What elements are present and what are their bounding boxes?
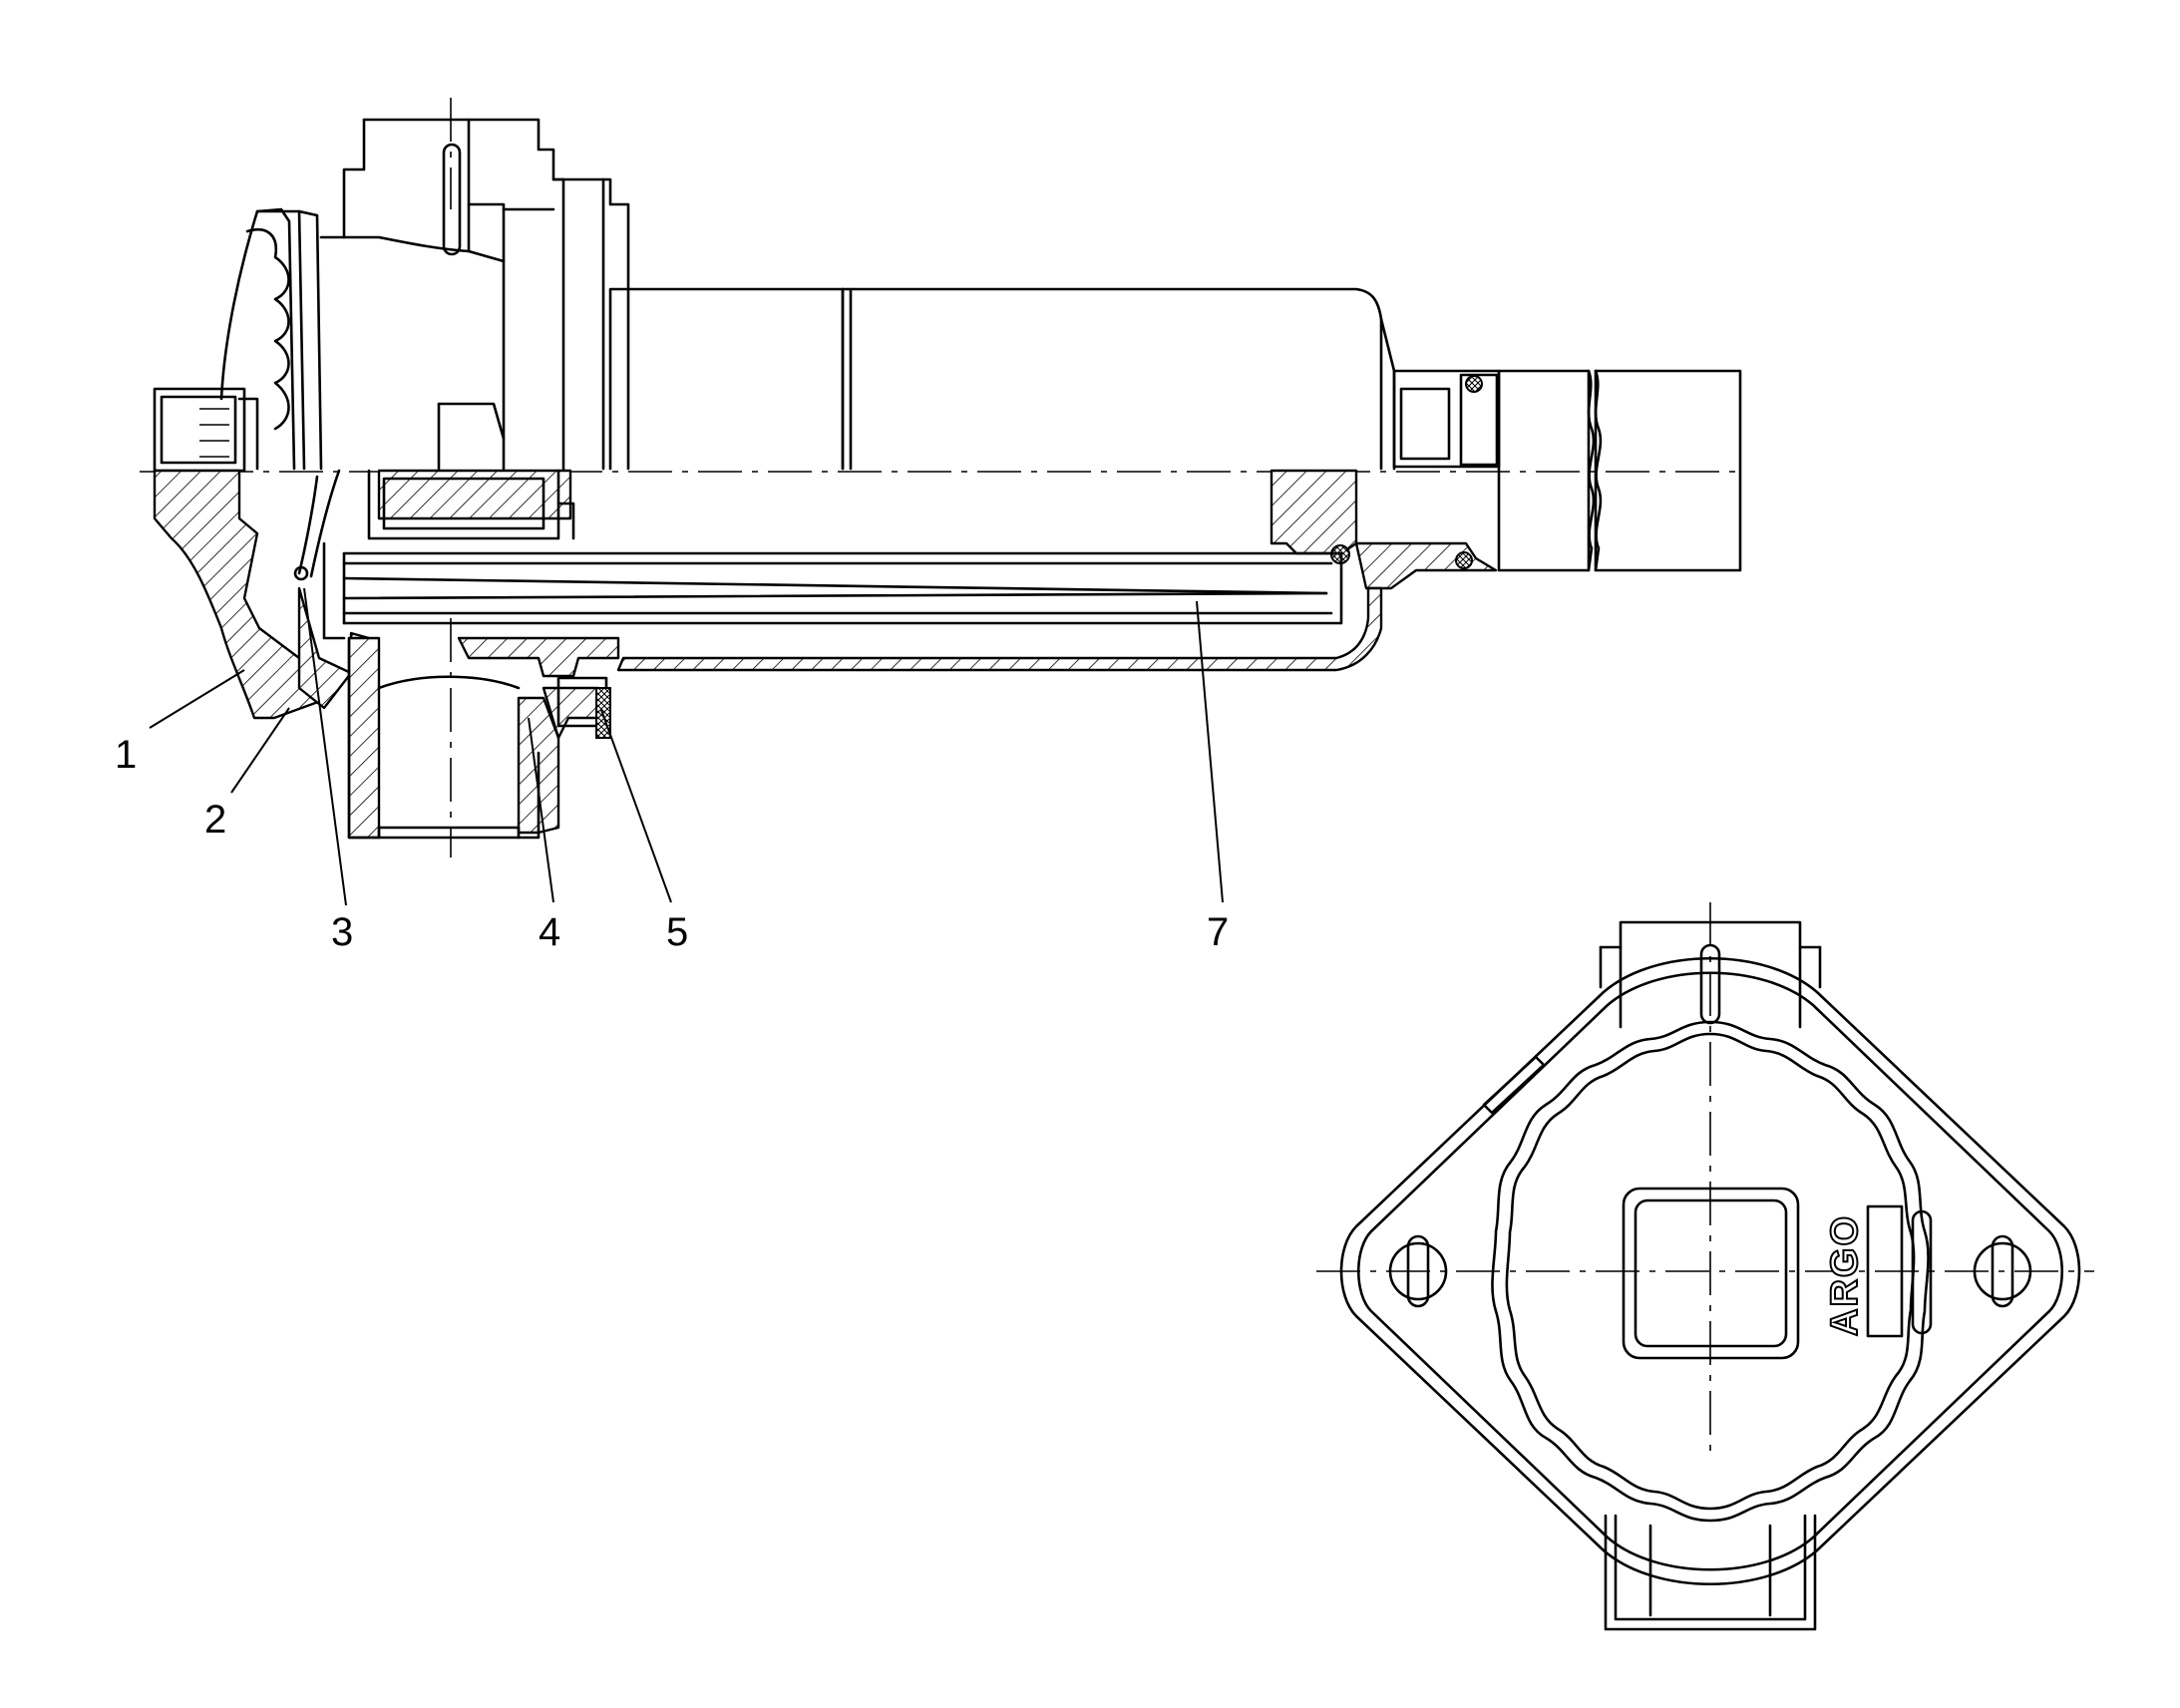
callout-7: 7 xyxy=(1207,910,1229,954)
callout-2: 2 xyxy=(204,798,226,842)
end-view-top-connector xyxy=(1599,920,1822,1029)
square-window xyxy=(1622,1187,1800,1360)
callout-3: 3 xyxy=(331,910,353,954)
end-fitting xyxy=(1379,317,1742,572)
cap-knob xyxy=(153,207,323,473)
leader-4 xyxy=(528,717,554,903)
end-view-bottom-connector xyxy=(1604,1514,1817,1631)
lower-section xyxy=(153,469,1498,840)
inner-wavy-profile xyxy=(1491,1020,1930,1523)
leader-3 xyxy=(303,587,347,906)
argo-logo-text: ARGO xyxy=(1824,1214,1866,1336)
diamond-flange xyxy=(1339,956,2081,1586)
end-view-side-tab xyxy=(1482,1055,1546,1115)
end-view: ARGO xyxy=(1316,902,2094,1631)
mounting-hole-left xyxy=(1388,1234,1448,1308)
leader-1 xyxy=(149,669,245,729)
callout-1: 1 xyxy=(115,733,137,777)
leader-7 xyxy=(1196,600,1224,903)
side-section-view: 1 2 3 4 5 7 xyxy=(115,98,1742,954)
callout-4: 4 xyxy=(539,910,560,954)
filter-insert xyxy=(322,541,1343,640)
inner-sleeve xyxy=(293,469,575,581)
leader-5 xyxy=(600,709,672,903)
callout-5: 5 xyxy=(666,910,688,954)
valve-body-upper xyxy=(319,118,1383,471)
mounting-hole-right xyxy=(1973,1234,2032,1308)
argo-logo: ARGO xyxy=(1823,1204,1933,1338)
leader-2 xyxy=(230,707,290,794)
